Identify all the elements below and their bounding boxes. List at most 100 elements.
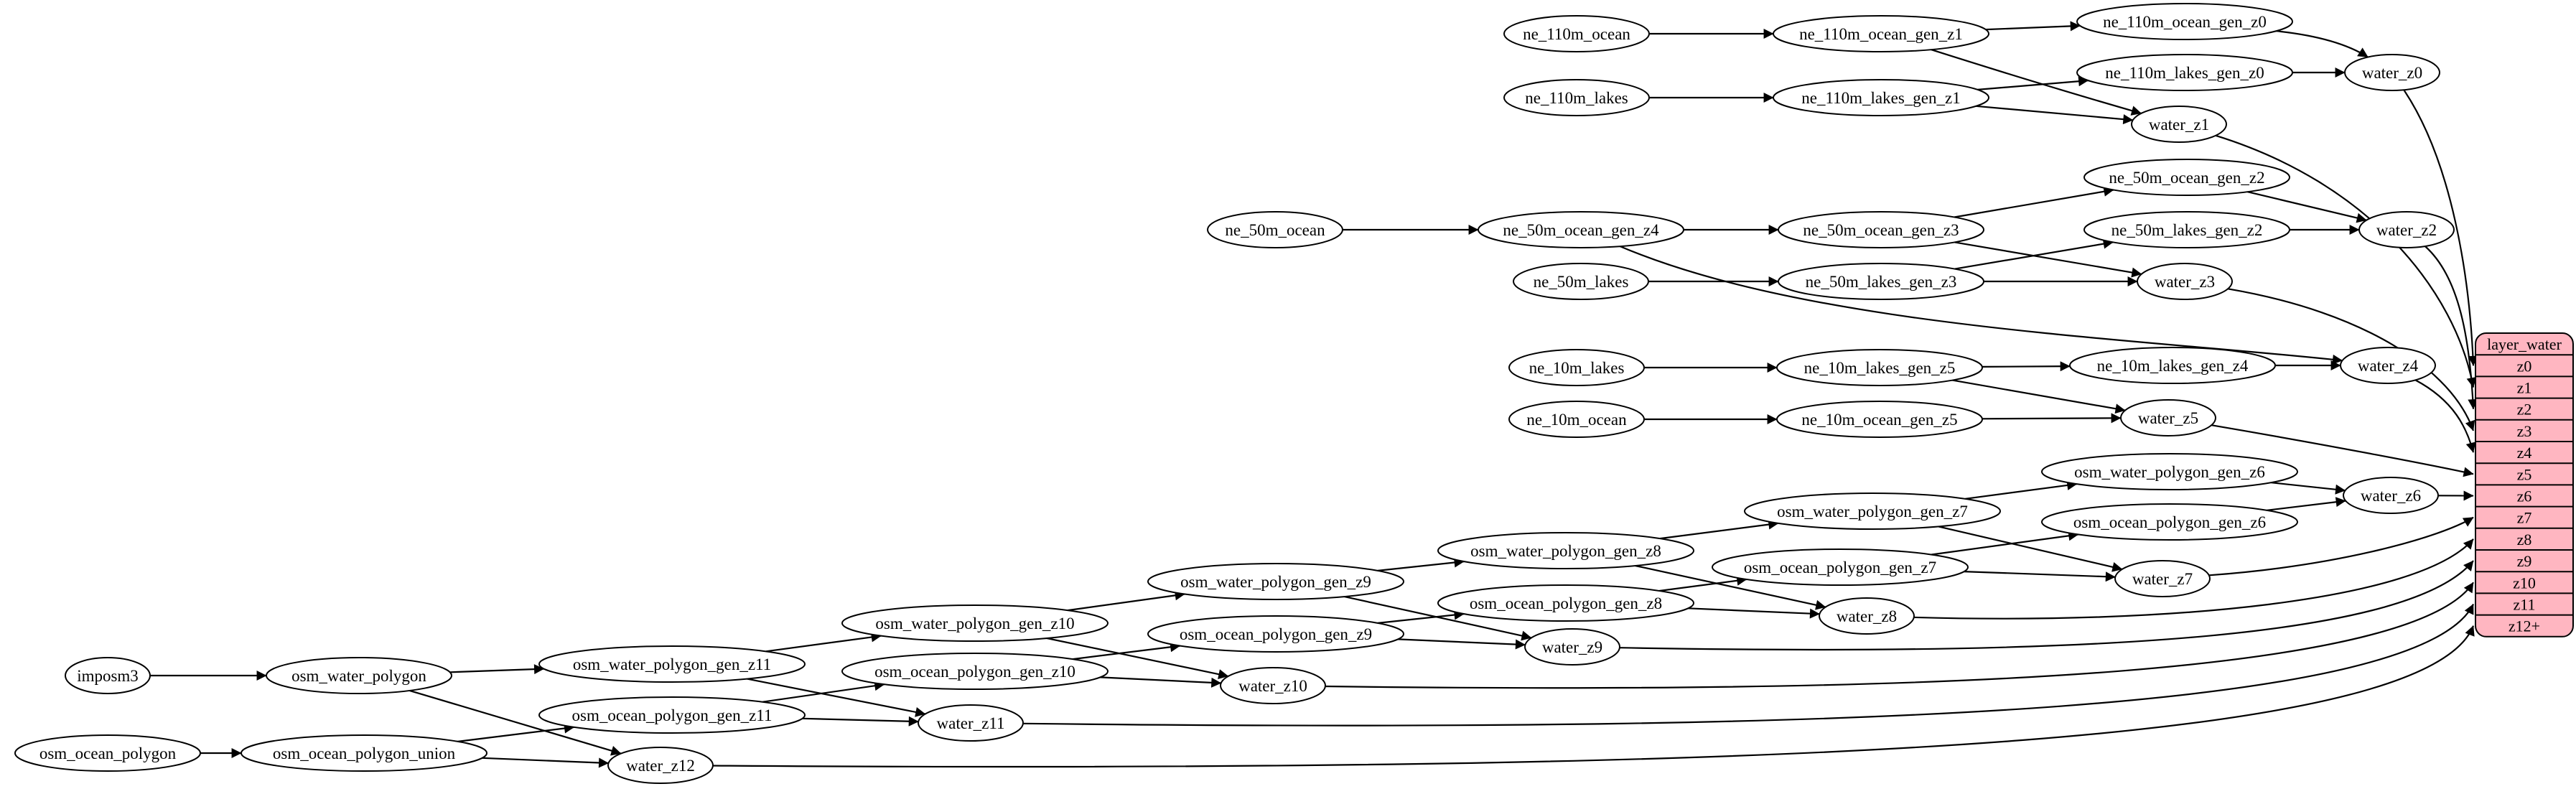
edge-ne-50m-lakes-gen-z3-to-ne-50m-lakes-gen-z2 (1954, 238, 2114, 270)
table-row-z5: z5 (2517, 465, 2532, 483)
node-shape-ne-50m-ocean-gen-z2 (2083, 159, 2290, 196)
node-label-osm-ocean-polygon-gen-z11: osm_ocean_polygon_gen_z11 (572, 706, 773, 724)
node-ne-110m-lakes-gen-z1: ne_110m_lakes_gen_z1 (1773, 79, 1989, 116)
node-label-osm-ocean-polygon-gen-z9: osm_ocean_polygon_gen_z9 (1180, 625, 1372, 643)
node-shape-osm-water-polygon-gen-z8 (1437, 532, 1694, 569)
edge-osm-ocean-polygon-gen-z11-to-water-z11 (802, 716, 919, 727)
node-label-ne-110m-lakes-gen-z1: ne_110m_lakes_gen_z1 (1801, 89, 1960, 107)
node-label-osm-ocean-polygon-gen-z6: osm_ocean_polygon_gen_z6 (2073, 513, 2266, 531)
node-shape-ne-110m-ocean-gen-z0 (2076, 3, 2293, 40)
node-shape-water-z4 (2340, 347, 2436, 384)
edge-osm-ocean-polygon-gen-z9-to-osm-ocean-polygon-gen-z8 (1377, 610, 1465, 624)
node-shape-water-z2 (2358, 211, 2455, 248)
node-label-osm-water-polygon-gen-z10: osm_water_polygon_gen_z10 (875, 615, 1074, 632)
node-label-osm-ocean-polygon: osm_ocean_polygon (39, 744, 177, 762)
node-shape-water-z1 (2131, 106, 2227, 143)
edge-osm-ocean-polygon-union-to-water-z12 (482, 757, 610, 768)
node-shape-osm-ocean-polygon-gen-z7 (1712, 548, 1969, 586)
node-label-osm-water-polygon: osm_water_polygon (291, 667, 426, 685)
edge-water-z12-to-z12- (712, 625, 2475, 768)
node-shape-osm-ocean-polygon-gen-z10 (841, 653, 1109, 690)
node-label-imposm3: imposm3 (77, 667, 139, 685)
table-row-z8: z8 (2517, 531, 2532, 548)
node-label-ne-50m-lakes-gen-z3: ne_50m_lakes_gen_z3 (1806, 273, 1957, 291)
node-shape-osm-ocean-polygon-gen-z11 (538, 696, 806, 734)
node-ne-110m-ocean: ne_110m_ocean (1503, 15, 1650, 52)
node-label-osm-water-polygon-gen-z11: osm_water_polygon_gen_z11 (573, 655, 771, 673)
node-label-ne-110m-lakes-gen-z0: ne_110m_lakes_gen_z0 (2105, 64, 2264, 82)
edge-osm-ocean-polygon-union-to-osm-ocean-polygon-gen-z11 (457, 723, 575, 742)
node-label-water-z11: water_z11 (937, 714, 1005, 732)
node-label-osm-water-polygon-gen-z8: osm_water_polygon_gen_z8 (1470, 542, 1661, 560)
node-shape-water-z0 (2344, 54, 2440, 91)
node-shape-osm-water-polygon-gen-z9 (1147, 563, 1404, 600)
node-osm-ocean-polygon-union: osm_ocean_polygon_union (241, 734, 487, 772)
node-osm-ocean-polygon: osm_ocean_polygon (14, 734, 201, 772)
node-shape-ne-10m-lakes (1508, 349, 1645, 386)
node-osm-ocean-polygon-gen-z11: osm_ocean_polygon_gen_z11 (538, 696, 806, 734)
node-osm-ocean-polygon-gen-z8: osm_ocean_polygon_gen_z8 (1437, 584, 1694, 622)
node-label-water-z2: water_z2 (2376, 221, 2437, 239)
node-shape-osm-ocean-polygon-gen-z8 (1437, 584, 1694, 622)
node-label-ne-110m-ocean-gen-z1: ne_110m_ocean_gen_z1 (1799, 25, 1963, 43)
table-row-z9: z9 (2517, 552, 2532, 570)
node-shape-water-z9 (1524, 628, 1620, 666)
node-label-ne-50m-ocean-gen-z4: ne_50m_ocean_gen_z4 (1503, 221, 1659, 239)
edge-osm-water-polygon-gen-z11-to-osm-water-polygon-gen-z10 (765, 632, 882, 653)
edge-water-z9-to-z9 (1619, 560, 2474, 651)
node-ne-110m-ocean-gen-z1: ne_110m_ocean_gen_z1 (1773, 15, 1989, 52)
node-osm-ocean-polygon-gen-z6: osm_ocean_polygon_gen_z6 (2041, 503, 2298, 541)
node-label-water-z1: water_z1 (2149, 116, 2209, 134)
edge-ne-50m-ocean-gen-z2-to-water-z2 (2247, 191, 2367, 223)
edge-osm-water-polygon-gen-z9-to-osm-water-polygon-gen-z8 (1377, 557, 1465, 571)
node-water-z6: water_z6 (2343, 477, 2439, 514)
node-label-ne-10m-lakes: ne_10m_lakes (1529, 359, 1625, 377)
node-ne-50m-ocean-gen-z2: ne_50m_ocean_gen_z2 (2083, 159, 2290, 196)
node-label-ne-50m-ocean-gen-z2: ne_50m_ocean_gen_z2 (2109, 169, 2264, 187)
table-row-z2: z2 (2517, 401, 2532, 419)
node-shape-water-z6 (2343, 477, 2439, 514)
node-water-z10: water_z10 (1220, 667, 1326, 704)
node-osm-ocean-polygon-gen-z7: osm_ocean_polygon_gen_z7 (1712, 548, 1969, 586)
node-label-water-z5: water_z5 (2138, 409, 2198, 427)
node-label-ne-50m-ocean-gen-z3: ne_50m_ocean_gen_z3 (1803, 221, 1959, 239)
table-row-z3: z3 (2517, 422, 2532, 440)
node-osm-ocean-polygon-gen-z10: osm_ocean_polygon_gen_z10 (841, 653, 1109, 690)
node-ne-110m-lakes: ne_110m_lakes (1503, 79, 1650, 116)
node-ne-10m-ocean: ne_10m_ocean (1508, 401, 1645, 438)
edge-water-z10-to-z10 (1325, 582, 2474, 689)
node-label-water-z10: water_z10 (1238, 677, 1307, 695)
table-row-z10: z10 (2513, 574, 2536, 592)
node-shape-ne-50m-lakes-gen-z3 (1778, 263, 1984, 300)
edge-ne-50m-ocean-gen-z4-to-water-z4 (1620, 246, 2343, 365)
node-ne-110m-lakes-gen-z0: ne_110m_lakes_gen_z0 (2076, 54, 2293, 91)
node-shape-ne-110m-lakes-gen-z0 (2076, 54, 2293, 91)
edge-osm-ocean-polygon-gen-z10-to-water-z10 (1100, 676, 1222, 688)
node-shape-ne-110m-ocean (1503, 15, 1650, 52)
node-water-z1: water_z1 (2131, 106, 2227, 143)
node-shape-ne-50m-lakes (1513, 263, 1649, 300)
node-ne-50m-lakes-gen-z2: ne_50m_lakes_gen_z2 (2083, 211, 2290, 248)
node-label-osm-ocean-polygon-gen-z7: osm_ocean_polygon_gen_z7 (1744, 559, 1936, 576)
node-shape-water-z8 (1819, 597, 1915, 635)
node-osm-water-polygon: osm_water_polygon (266, 657, 452, 694)
edge-osm-water-polygon-gen-z7-to-water-z7 (1938, 526, 2123, 572)
node-shape-ne-10m-ocean-gen-z5 (1776, 401, 1983, 438)
node-shape-osm-water-polygon-gen-z10 (841, 604, 1109, 642)
table-row-z4: z4 (2517, 444, 2532, 462)
node-shape-ne-110m-lakes (1503, 79, 1650, 116)
node-label-ne-110m-lakes: ne_110m_lakes (1525, 89, 1628, 107)
node-osm-water-polygon-gen-z9: osm_water_polygon_gen_z9 (1147, 563, 1404, 600)
node-shape-water-z11 (918, 704, 1024, 742)
edge-ne-10m-lakes-gen-z5-to-ne-10m-lakes-gen-z4 (1982, 361, 2071, 372)
node-label-water-z4: water_z4 (2358, 357, 2419, 375)
node-label-ne-10m-lakes-gen-z4: ne_10m_lakes_gen_z4 (2097, 357, 2249, 375)
node-ne-50m-lakes: ne_50m_lakes (1513, 263, 1649, 300)
edge-osm-ocean-polygon-gen-z8-to-water-z8 (1688, 607, 1820, 619)
edge-osm-ocean-polygon-gen-z11-to-osm-ocean-polygon-gen-z10 (762, 681, 885, 703)
table-row-z6: z6 (2517, 487, 2532, 505)
node-osm-water-polygon-gen-z8: osm_water_polygon_gen_z8 (1437, 532, 1694, 569)
edge-osm-ocean-polygon-gen-z10-to-osm-ocean-polygon-gen-z9 (1073, 642, 1181, 660)
edge-osm-water-polygon-gen-z10-to-osm-water-polygon-gen-z9 (1068, 590, 1185, 612)
node-ne-50m-ocean: ne_50m_ocean (1207, 211, 1343, 248)
